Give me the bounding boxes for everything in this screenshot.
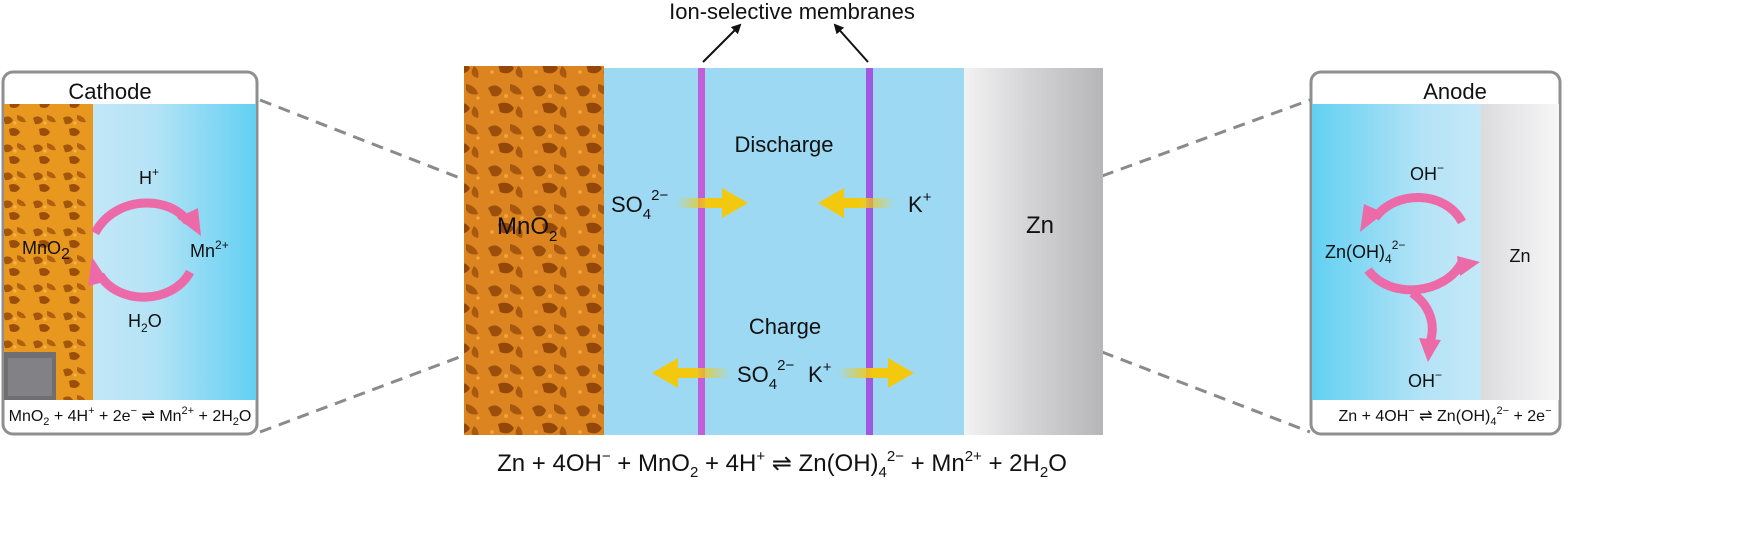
discharge-potassium-label: K+ xyxy=(908,189,932,217)
membrane-right xyxy=(866,68,873,435)
discharge-label: Discharge xyxy=(734,132,833,157)
discharge-sulfate-label: SO42− xyxy=(611,187,668,223)
cathode-water: H2O xyxy=(128,311,162,335)
cathode-mno2-label: MnO2 xyxy=(22,238,70,263)
anode-bottom-arrow xyxy=(1364,259,1466,295)
anode-zn-label: Zn xyxy=(1509,246,1530,266)
overall-equation: Zn + 4OH− + MnO2 + 4H+ ⇌ Zn(OH)42− + Mn2… xyxy=(497,448,1067,481)
membrane-pointer-right xyxy=(833,23,869,63)
anode-zinc xyxy=(1481,104,1559,400)
inset-connectors xyxy=(259,98,1311,434)
charge-potassium-arrow xyxy=(838,358,914,388)
membranes-callout: Ion-selective membranes xyxy=(669,0,915,63)
zn-label: Zn xyxy=(1026,212,1054,239)
charge-sulfate-arrow xyxy=(652,358,730,388)
anode-top-oh: OH− xyxy=(1410,161,1444,184)
anode-title: Anode xyxy=(1423,79,1487,104)
mno2-cathode-block xyxy=(464,66,604,435)
mno2-label: MnO2 xyxy=(497,213,557,245)
anode-equation: Zn + 4OH− ⇌ Zn(OH)42− + 2e− xyxy=(1338,405,1551,428)
anode-top-arrow xyxy=(1371,193,1466,225)
charge-potassium-label: K+ xyxy=(808,359,832,387)
cathode-mno2-texture xyxy=(4,104,93,400)
zinc-anode-block xyxy=(964,68,1103,435)
anode-bottom-oh: OH− xyxy=(1408,368,1442,391)
discharge-sulfate-arrow xyxy=(676,188,748,218)
membrane-pointer-left xyxy=(702,23,742,63)
anode-inset: Anode Zn OH− Zn(OH)42− OH− Zn + 4OH− ⇌ Z… xyxy=(1309,70,1562,436)
membrane-left xyxy=(698,68,705,435)
discharge-potassium-arrow xyxy=(818,188,895,218)
anode-zincate: Zn(OH)42− xyxy=(1325,238,1405,266)
cathode-h-ion: H+ xyxy=(139,165,159,188)
cathode-inset: Cathode MnO2 H+ Mn2+ H2O MnO2 + 4H+ + 2e… xyxy=(1,70,259,436)
membranes-label: Ion-selective membranes xyxy=(669,0,915,24)
charge-label: Charge xyxy=(749,314,821,339)
cathode-top-arrow xyxy=(91,198,192,236)
cathode-title: Cathode xyxy=(68,79,151,104)
cathode-mn-ion: Mn2+ xyxy=(190,238,229,261)
cathode-equation: MnO2 + 4H+ + 2e− ⇌ Mn2+ + 2H2O xyxy=(9,405,252,428)
charge-sulfate-label: SO42− xyxy=(737,357,794,393)
main-cell: MnO2 Zn Discharge Charge SO42− K+ SO42− … xyxy=(464,66,1103,435)
anode-release-arrow xyxy=(1409,289,1437,344)
cathode-bottom-arrow xyxy=(96,269,194,302)
